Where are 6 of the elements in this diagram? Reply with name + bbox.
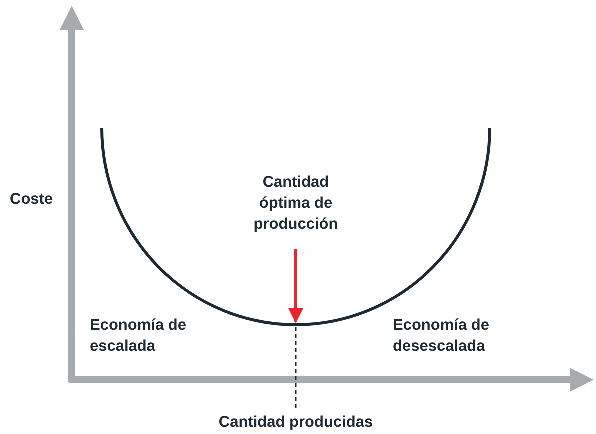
region-label: Economía de escalada bbox=[90, 316, 188, 357]
region-label: Economía de desescalada bbox=[393, 316, 490, 357]
arrow bbox=[288, 249, 304, 324]
axis-label: Coste bbox=[10, 190, 54, 210]
annotation-text: Cantidad óptima de producción bbox=[252, 173, 340, 235]
axis-label: Cantidad producidas bbox=[218, 413, 374, 433]
